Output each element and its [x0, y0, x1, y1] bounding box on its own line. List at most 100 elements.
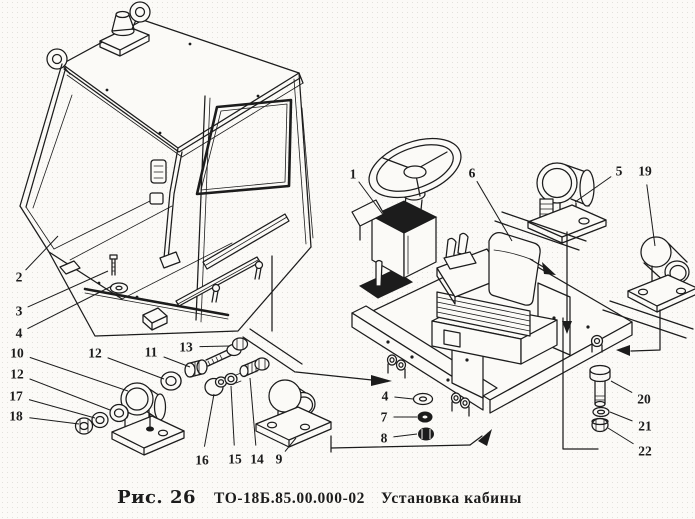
- callout-label-7: 7: [381, 410, 388, 425]
- control-levers: [444, 233, 476, 269]
- operator-platform: [352, 127, 632, 416]
- callout-label-15: 15: [228, 452, 242, 467]
- bushing-12b: [161, 372, 181, 390]
- frame-lug-front: [452, 393, 470, 416]
- front-pillar: [150, 148, 182, 268]
- callout-leader-12: [30, 379, 110, 410]
- callout-label-20: 20: [637, 392, 651, 407]
- callout-label-3: 3: [16, 304, 23, 319]
- nut-18: [76, 418, 93, 434]
- callout-label-6: 6: [469, 166, 476, 181]
- fasteners-right: [590, 366, 610, 432]
- callout-leader-19: [647, 184, 655, 246]
- callout-label-8: 8: [381, 431, 388, 446]
- callout-label-5: 5: [616, 164, 623, 179]
- callout-label-21: 21: [638, 419, 652, 434]
- arrow-left-lug: [371, 375, 392, 386]
- cabin-drawing: [20, 2, 313, 336]
- bracket-9: [256, 380, 331, 447]
- callout-leader-8: [393, 434, 417, 437]
- figure-code: ТО-18Б.85.00.000-02: [214, 490, 366, 507]
- callout-leader-20: [611, 381, 632, 393]
- fasteners-center: [414, 394, 434, 441]
- spacer-15: [225, 373, 241, 385]
- callout-leader-5: [575, 176, 611, 202]
- callout-leader-13: [199, 346, 229, 347]
- callout-label-4: 4: [16, 326, 23, 341]
- callout-label-4: 4: [382, 389, 389, 404]
- nut-8: [419, 428, 434, 440]
- operator-seat: [432, 233, 557, 364]
- frame-lug-left: [388, 355, 406, 378]
- callout-leader-14: [250, 378, 256, 446]
- callout-label-11: 11: [145, 345, 158, 360]
- side-window: [196, 73, 313, 322]
- callout-leader-4: [27, 286, 112, 329]
- callout-label-1: 1: [350, 167, 357, 182]
- bolt-20: [590, 366, 610, 407]
- seat-backrest: [489, 233, 540, 305]
- callout-leader-3: [28, 271, 108, 307]
- callout-leader-9: [285, 438, 296, 452]
- callout-leader-15: [231, 386, 234, 446]
- washer-16: [205, 377, 227, 396]
- figure-label: Рис. 26: [117, 487, 196, 508]
- washer-4: [414, 394, 433, 405]
- bolt-13: [206, 338, 248, 366]
- bracket-10: [112, 383, 184, 455]
- callout-label-14: 14: [250, 452, 264, 467]
- callout-label-10: 10: [10, 346, 24, 361]
- figure-caption: Рис. 26 ТО-18Б.85.00.000-02 Установка ка…: [0, 487, 639, 511]
- sleeve-11: [185, 360, 207, 377]
- bushing-12a: [110, 405, 128, 422]
- bracket-19: [628, 237, 695, 312]
- callout-leader-17: [29, 400, 95, 418]
- callout-label-19: 19: [638, 164, 652, 179]
- fasteners-mid: [205, 358, 269, 396]
- fasteners-left: [76, 405, 129, 435]
- steering-console: [352, 127, 469, 298]
- beacon-lamp: [100, 12, 149, 57]
- arrow-bracket19: [616, 345, 630, 356]
- door-panel: [49, 214, 311, 336]
- callout-leader-10: [30, 357, 128, 391]
- callout-leader-11: [164, 357, 190, 367]
- frame-lug-right: [592, 336, 603, 353]
- nut-22: [592, 419, 608, 432]
- bracket-5: [528, 163, 606, 243]
- callout-label-17: 17: [9, 389, 23, 404]
- callout-label-2: 2: [16, 270, 23, 285]
- cabin-roof: [62, 20, 303, 157]
- callout-leader-12: [108, 358, 164, 379]
- callout-leader-4: [394, 397, 413, 399]
- callout-leader-1: [359, 182, 390, 224]
- callout-leader-22: [608, 428, 634, 444]
- bolt-14: [240, 358, 269, 377]
- figure-title: Установка кабины: [381, 490, 522, 507]
- callout-leader-18: [29, 418, 79, 424]
- steering-wheel: [361, 127, 469, 220]
- seat-bellows: [437, 292, 530, 336]
- callout-label-12: 12: [10, 367, 24, 382]
- callout-label-22: 22: [638, 444, 652, 459]
- callout-label-16: 16: [195, 453, 209, 468]
- arrow-front-lug: [478, 429, 492, 446]
- cabin-base-details: [60, 255, 228, 330]
- washer-21: [593, 408, 609, 417]
- arrow-seat-plate: [542, 262, 556, 275]
- callout-leader-2: [26, 236, 58, 270]
- callout-label-12: 12: [88, 346, 102, 361]
- washer-17: [92, 413, 108, 428]
- callout-leader-21: [610, 412, 632, 421]
- callout-label-18: 18: [9, 409, 23, 424]
- callout-label-13: 13: [179, 340, 193, 355]
- section-lines: [243, 212, 693, 452]
- arrow-bracket5-down: [562, 321, 572, 334]
- reference-arrows: [296, 232, 660, 446]
- callout-leader-6: [477, 181, 512, 241]
- axis-parts: [161, 338, 248, 390]
- callout-leader-16: [204, 394, 214, 447]
